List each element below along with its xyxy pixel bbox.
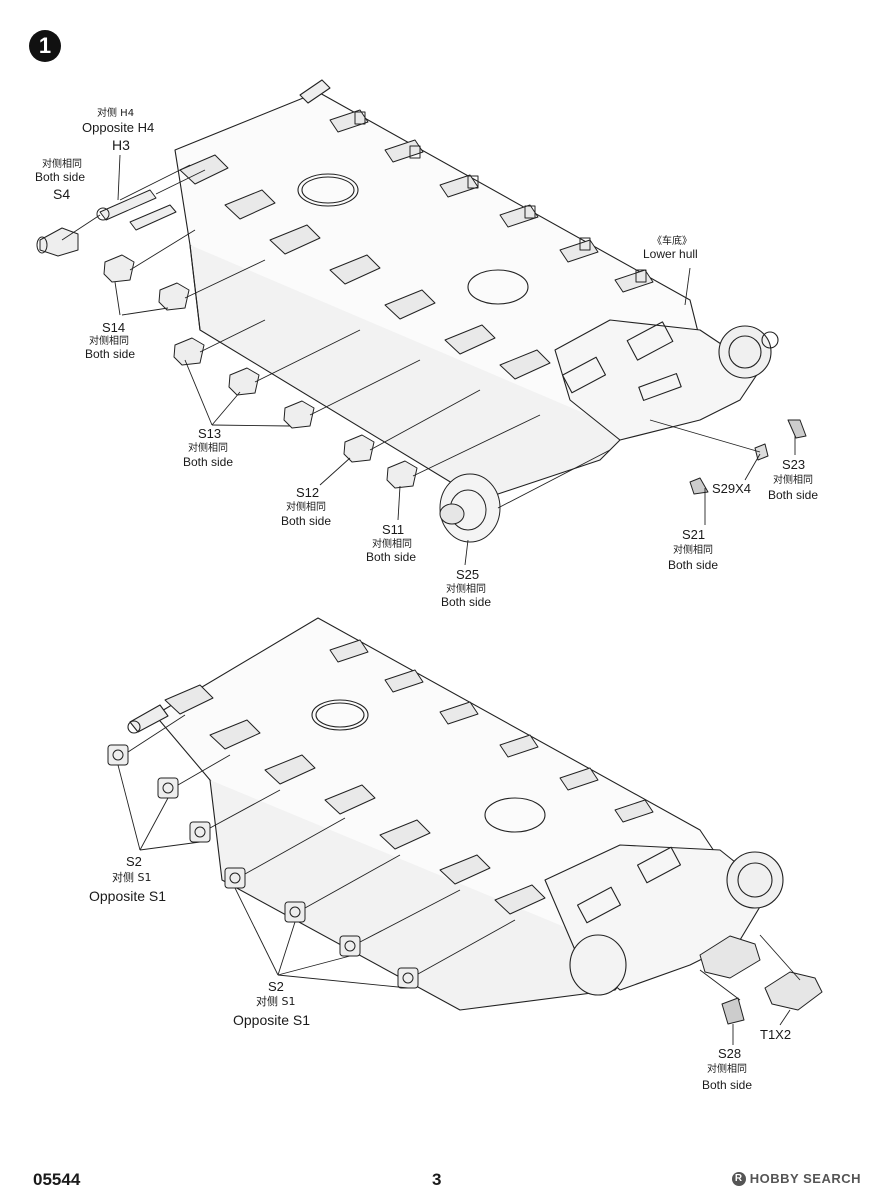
label-s25-both: Both side xyxy=(441,595,492,609)
lower-leader-lines xyxy=(117,714,801,1045)
label-s11-cn: 对侧相同 xyxy=(372,539,412,550)
label-s14-both: Both side xyxy=(85,347,136,361)
label-lower-hull-cn: 《车底》 xyxy=(652,236,692,247)
label-s28-both: Both side xyxy=(702,1078,753,1092)
label-s23-both: Both side xyxy=(768,488,819,502)
label-s21-both: Both side xyxy=(668,558,719,572)
lower-hull-drawing xyxy=(127,617,784,1011)
label-s11: S11 xyxy=(382,522,405,537)
registered-icon: R xyxy=(731,1171,746,1186)
label-lower-hull: Lower hull xyxy=(643,247,698,261)
label-s12: S12 xyxy=(296,485,320,500)
label-s28: S28 xyxy=(718,1046,742,1061)
label-h3: H3 xyxy=(112,137,130,153)
label-s14: S14 xyxy=(102,320,126,335)
label-s1-a-cn: 对侧 S1 xyxy=(112,871,152,884)
label-s2-a: S2 xyxy=(126,854,142,869)
label-s13-both: Both side xyxy=(183,455,234,469)
upper-leader-lines xyxy=(61,154,796,566)
label-s4-both: Both side xyxy=(35,170,86,184)
label-s14-cn: 对侧相同 xyxy=(89,336,129,347)
label-s1-a-en: Opposite S1 xyxy=(89,888,167,904)
label-s13-cn: 对侧相同 xyxy=(188,443,228,454)
label-h4-en: Opposite H4 xyxy=(82,120,155,135)
step-number-badge: 1 xyxy=(29,30,61,62)
lower-parts xyxy=(107,744,823,1025)
label-s1-b-en: Opposite S1 xyxy=(233,1012,311,1028)
label-s4-cn: 对侧相同 xyxy=(42,159,82,170)
label-s25-cn: 对侧相同 xyxy=(446,584,486,595)
label-s4: S4 xyxy=(53,186,71,202)
watermark-text: HOBBY SEARCH xyxy=(749,1171,861,1186)
upper-hull-drawing xyxy=(174,79,779,501)
upper-parts xyxy=(36,189,807,543)
label-t1x2: T1X2 xyxy=(760,1027,792,1042)
label-s1-b-cn: 对侧 S1 xyxy=(256,995,296,1008)
label-s21: S21 xyxy=(682,527,706,542)
label-s28-cn: 对侧相同 xyxy=(707,1064,747,1075)
label-s23-cn: 对侧相同 xyxy=(773,475,813,486)
label-h4-cn: 对侧 H4 xyxy=(97,108,135,119)
label-s23: S23 xyxy=(782,457,806,472)
page-number: 3 xyxy=(432,1170,442,1189)
label-s29x4: S29X4 xyxy=(712,481,752,496)
label-s11-both: Both side xyxy=(366,550,417,564)
label-s25: S25 xyxy=(456,567,480,582)
watermark: R HOBBY SEARCH xyxy=(731,1171,861,1186)
label-s12-cn: 对侧相同 xyxy=(286,502,326,513)
label-s13: S13 xyxy=(198,426,222,441)
label-s21-cn: 对侧相同 xyxy=(673,545,713,556)
label-s12-both: Both side xyxy=(281,514,332,528)
label-s2-b: S2 xyxy=(268,979,284,994)
product-code: 05544 xyxy=(33,1170,81,1189)
